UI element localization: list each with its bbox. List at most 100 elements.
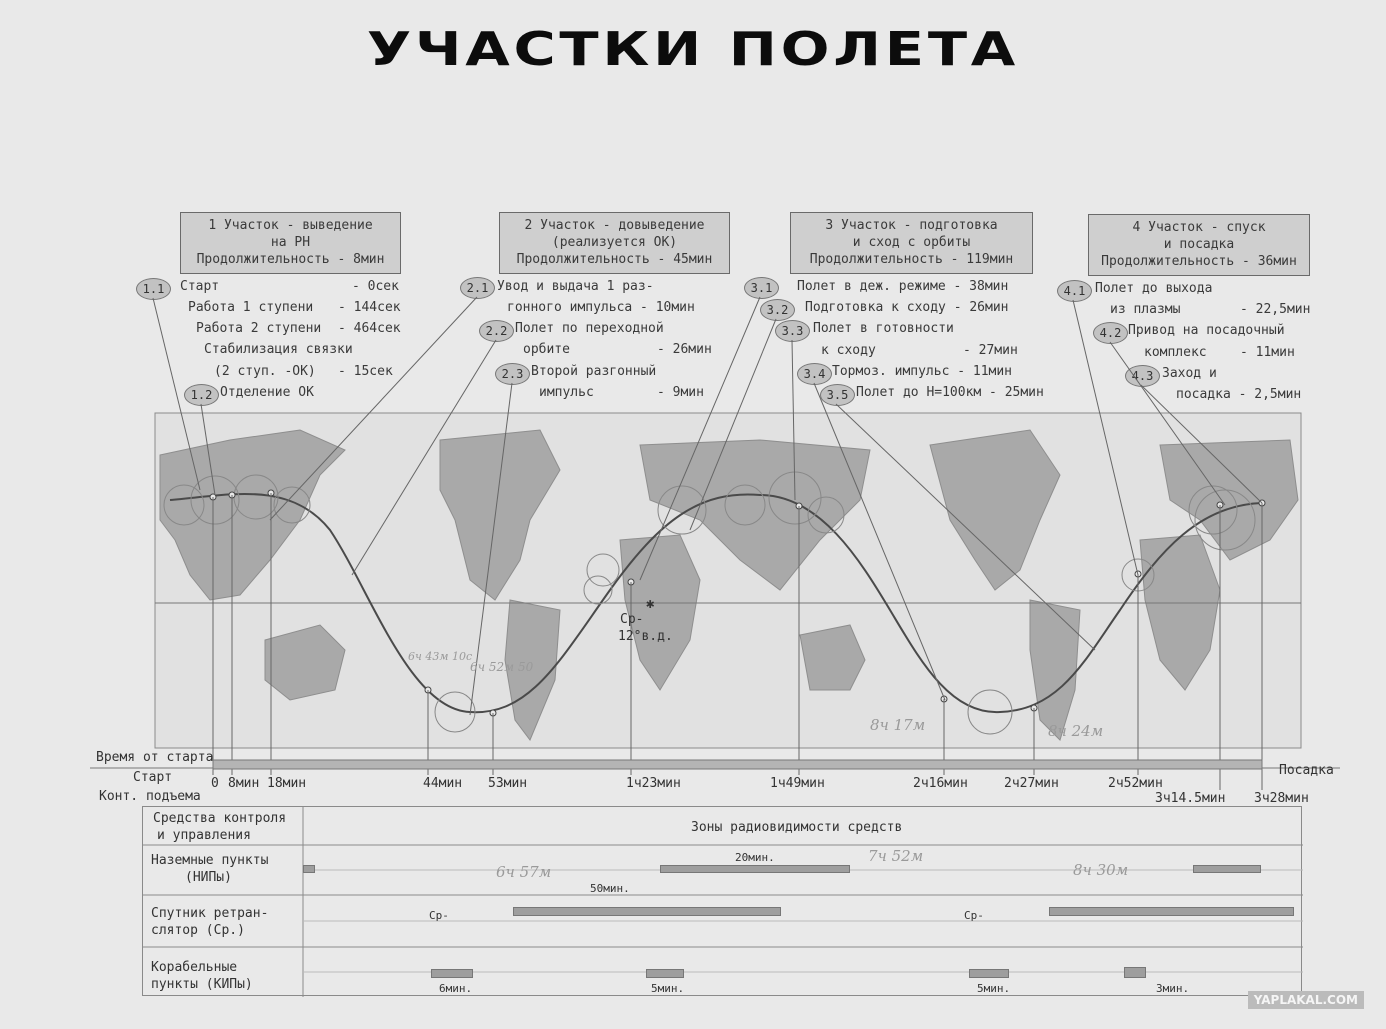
section-box-1: 1 Участок - выведение на РН Продолжитель…	[180, 212, 401, 274]
landmass-australia-2	[799, 624, 866, 691]
handwritten-note: 8ч 17м	[870, 716, 926, 734]
row-label-relay: Спутник ретран-	[151, 906, 269, 921]
badge-4-1: 4.1	[1057, 280, 1092, 302]
ground-track	[169, 492, 1263, 714]
table-header-left: Средства контроля	[153, 811, 287, 826]
item-text: Увод и выдача 1 раз-	[497, 279, 654, 294]
time-from-start-label: Время от старта	[96, 750, 214, 765]
handwritten-note: 6ч 43м 10с	[408, 650, 473, 663]
badge-3-2: 3.2	[760, 299, 795, 321]
badge-1-2: 1.2	[184, 384, 219, 406]
item-text: гонного импульса - 10мин	[507, 300, 695, 315]
item-text: - 9мин	[657, 385, 704, 400]
badge-4-3: 4.3	[1125, 365, 1160, 387]
relay-row-label: Ср-	[429, 909, 449, 922]
landmass-eurasia-west	[159, 429, 346, 601]
landmass-africa-2	[1139, 534, 1221, 691]
section-4-line: и посадка	[1163, 237, 1235, 252]
time-tick: 44мин	[423, 776, 463, 791]
item-text: - 0сек	[352, 279, 399, 294]
item-text: Работа 2 ступени	[196, 321, 322, 336]
item-text: Второй разгонный	[531, 364, 657, 379]
row-label-ship: пункты (КИПы)	[151, 977, 253, 992]
item-text: Полет до Н=100км - 25мин	[856, 385, 1044, 400]
handwritten-note: 8ч 24м	[1048, 722, 1104, 740]
badge-3-4: 3.4	[797, 363, 832, 385]
time-tick: 18мин	[267, 776, 307, 791]
badge-2-1: 2.1	[460, 277, 495, 299]
continents	[159, 429, 1299, 741]
time-tick: 2ч52мин	[1108, 776, 1163, 791]
badge-3-1: 3.1	[744, 277, 779, 299]
time-tick: 1ч49мин	[770, 776, 825, 791]
row-label-ground: (НИПы)	[185, 870, 232, 885]
visibility-bar	[660, 865, 850, 873]
start-label: Старт	[133, 770, 173, 785]
leader-lines	[152, 296, 1263, 716]
table-header-left: и управления	[157, 828, 251, 843]
item-text: Полет по переходной	[515, 321, 664, 336]
duration-label: 6мин.	[439, 982, 473, 995]
item-text: посадка - 2,5мин	[1176, 387, 1302, 402]
time-lines	[212, 493, 1263, 790]
row-label-relay: слятор (Ср.)	[151, 923, 245, 938]
visibility-bar	[1193, 865, 1261, 873]
item-text: к сходу	[821, 343, 876, 358]
badge-3-3: 3.3	[775, 320, 810, 342]
badge-4-2: 4.2	[1093, 322, 1128, 344]
section-box-2: 2 Участок - довыведение (реализуется ОК)…	[499, 212, 730, 274]
watermark-logo: YAPLAKAL.COM	[1247, 991, 1364, 1009]
landmass-australia	[264, 624, 346, 701]
time-tick: 2ч16мин	[913, 776, 968, 791]
item-text: - 144сек	[338, 300, 401, 315]
duration-label: 50мин.	[590, 882, 630, 895]
section-4-line: Продолжительность - 36мин	[1101, 254, 1297, 269]
relay-row-label: Ср-	[964, 909, 984, 922]
landmass-north-america	[439, 429, 561, 601]
handwritten-note: 6ч 52м 50	[470, 660, 534, 674]
time-tick: 3ч14.5мин	[1155, 791, 1226, 806]
visibility-bar	[646, 969, 684, 978]
landmass-south-america-2	[1029, 599, 1081, 741]
page-title: УЧАСТКИ ПОЛЕТА	[366, 22, 1020, 76]
item-text: - 15сек	[338, 364, 393, 379]
section-2-line: Продолжительность - 45мин	[516, 252, 713, 267]
item-text: - 26мин	[657, 342, 712, 357]
section-box-3: 3 Участок - подготовка и сход с орбиты П…	[790, 212, 1033, 274]
section-4-line: 4 Участок - спуск	[1132, 220, 1266, 235]
track-points	[209, 489, 1266, 717]
world-map-panel	[154, 412, 1302, 749]
control-means-table: Средства контроля и управления Зоны ради…	[142, 806, 1303, 997]
duration-label: 3мин.	[1156, 982, 1190, 995]
landing-label: Посадка	[1279, 763, 1334, 778]
section-2-line: (реализуется ОК)	[551, 235, 678, 250]
table-header-right: Зоны радиовидимости средств	[691, 820, 903, 835]
handwritten-note: 6ч 57м	[496, 863, 552, 881]
item-text: - 464сек	[338, 321, 401, 336]
item-text: Тормоз. импульс - 11мин	[832, 364, 1013, 379]
item-text: Стабилизация связки	[204, 342, 353, 357]
item-text: Заход и	[1162, 366, 1217, 381]
section-3-line: 3 Участок - подготовка	[825, 218, 998, 233]
item-text: Работа 1 ступени	[188, 300, 314, 315]
row-label-ground: Наземные пункты	[151, 853, 269, 868]
item-text: Отделение ОК	[220, 385, 314, 400]
section-3-line: Продолжительность - 119мин	[809, 252, 1014, 267]
badge-3-5: 3.5	[820, 384, 855, 406]
item-text: орбите	[523, 342, 570, 357]
time-tick: 1ч23мин	[626, 776, 681, 791]
section-box-4: 4 Участок - спуск и посадка Продолжитель…	[1088, 214, 1310, 276]
timeline-bar	[212, 759, 1263, 770]
item-text: - 11мин	[1240, 345, 1295, 360]
item-text: - 22,5мин	[1240, 302, 1311, 317]
visibility-circles	[163, 471, 1256, 735]
duration-label: 5мин.	[651, 982, 685, 995]
section-3-line: и сход с орбиты	[852, 235, 971, 250]
duration-label: 20мин.	[735, 851, 775, 864]
relay-longitude: 12°в.д.	[618, 629, 673, 644]
badge-2-2: 2.2	[479, 320, 514, 342]
landmass-eurasia-center	[639, 439, 871, 591]
time-tick: 53мин	[488, 776, 528, 791]
visibility-bar	[1049, 907, 1294, 916]
time-tick: 8мин	[228, 776, 260, 791]
